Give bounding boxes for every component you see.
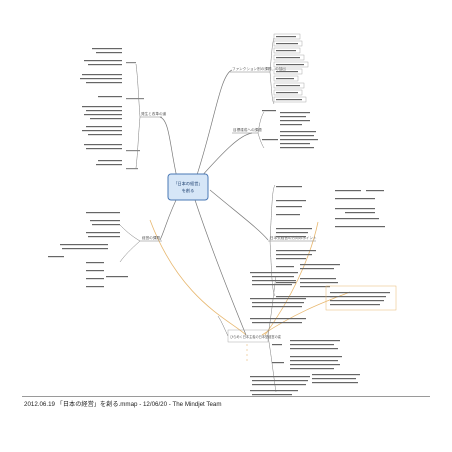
branch-left-bottom: 経営の課題 [48, 212, 162, 288]
branch-top-right-1: ファンクション別の課題、の抽出 [230, 33, 309, 105]
relationship-lines [149, 219, 351, 336]
connector-lines [159, 69, 269, 336]
footer-divider [22, 396, 430, 397]
branch-label: ひらめく日本主義の日本型経営の姿 [230, 334, 282, 339]
branch-label: 経営の課題 [142, 235, 160, 240]
branch-right: 日本式経営の方向のポイント [268, 184, 397, 311]
branch-label: 目標達成への課題 [233, 127, 262, 132]
central-topic[interactable]: 「日本の経営」 を創る [167, 173, 209, 201]
leaf-text-block [276, 36, 304, 101]
branch-label: 日本式経営の方向のポイント [270, 235, 317, 240]
branch-bottom: ひらめく日本主義の日本型経営の姿 [217, 272, 360, 396]
relationship-line [261, 291, 351, 336]
document-footer: 2012.06.19 「日本の経営」を創る.mmap - 12/06/20 - … [24, 401, 222, 408]
central-topic-line1: 「日本の経営」 [173, 180, 202, 187]
branch-label: 発生と改革の道 [141, 111, 167, 116]
central-topic-line2: を創る [182, 187, 195, 194]
branch-label: ファンクション別の課題、の抽出 [232, 66, 286, 71]
branch-top-right-2: 目標達成への課題 [232, 110, 318, 149]
branch-left-top: 発生と改革の道 [80, 48, 167, 170]
relationship-line [149, 219, 247, 336]
